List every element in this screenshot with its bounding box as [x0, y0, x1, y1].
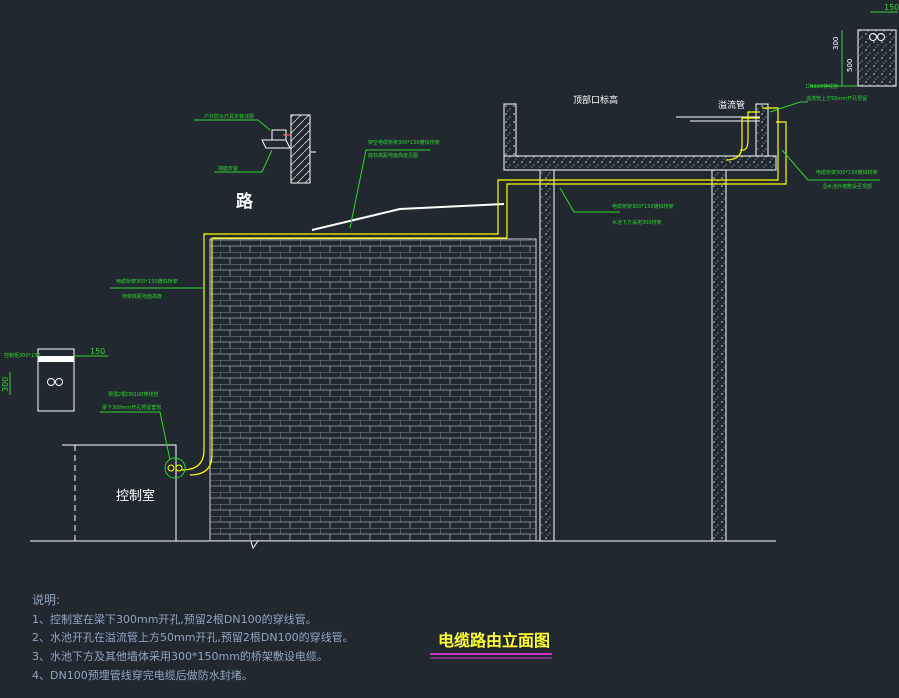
pipe-crossing-marker: [164, 457, 186, 479]
brick-wall: [209, 238, 537, 542]
tray-right-note-1: 电缆桥架300*150镀锌桥架: [816, 169, 878, 176]
cable-tray-outer: [181, 107, 779, 471]
road-surface: [311, 203, 505, 231]
wall-lamp-note-2: 墙面安装: [218, 165, 238, 172]
tray-left-note-2: 桥架底距地面高度: [122, 293, 162, 300]
tray-top-note-2: 底标高距地面高度见图: [368, 152, 418, 159]
dim-300-right: 300: [832, 37, 840, 50]
road-label: 路: [236, 191, 254, 212]
dim-150-right: 150: [884, 3, 899, 12]
wall-section: [290, 114, 311, 184]
leader-lines: [100, 101, 880, 461]
note-3: 3、水池下方及其他墙体采用300*150mm的桥架敷设电缆。: [32, 649, 328, 663]
pipe-right-note-1: DN100穿线管: [806, 83, 838, 90]
drawing-title: 电缆路由立面图: [438, 631, 550, 650]
control-box-detail: [37, 348, 75, 412]
dim-300-left: 300: [1, 377, 10, 392]
pipe-right-note-2: 溢流管上方50mm开孔预留: [806, 95, 867, 102]
pool-wall-left: [503, 103, 517, 157]
cable-tray-inner: [189, 121, 787, 476]
tray-pool-note-1: 电缆桥架300*150镀锌桥架: [612, 203, 674, 210]
tray-left-note-1: 电缆桥架300*150镀锌桥架: [116, 278, 178, 285]
overflow-label: 溢流管: [718, 99, 745, 111]
control-room-label: 控制室: [116, 488, 155, 504]
pipe-left-note-2: 梁下300mm开孔预留套管: [102, 404, 161, 411]
control-room-outline: [62, 444, 177, 541]
tray-top-note-1: 架空电缆桥架300*150镀锌桥架: [368, 139, 440, 146]
pool-column-right: [711, 169, 727, 542]
tray-pool-note-2: 水池下方采用300桥架: [612, 219, 662, 226]
wall-lamp-note: 户外防水灯具安装详图: [204, 113, 254, 120]
note-2: 2、水池开孔在溢流管上方50mm开孔,预留2根DN100的穿线管。: [32, 630, 354, 644]
note-4: 4、DN100预埋管线穿完电缆后做防水封堵。: [32, 668, 253, 682]
dim-150-left: 150: [90, 347, 105, 356]
box-left-note: 控制柜300*150: [4, 352, 41, 359]
pipe-box-detail: [857, 29, 897, 87]
notes-heading: 说明:: [32, 592, 60, 607]
tray-right-note-2: 沿水池外墙敷设至顶部: [822, 183, 872, 190]
pool-top-label: 顶部口标高: [573, 94, 618, 106]
lamp-fixture: [261, 139, 291, 149]
dim-500-right: 500: [846, 59, 854, 72]
pipe-left-note-1: 预埋2根DN100穿线管: [108, 391, 158, 398]
pool-column-left: [539, 169, 555, 542]
note-1: 1、控制室在梁下300mm开孔,预留2根DN100的穿线管。: [32, 612, 317, 626]
